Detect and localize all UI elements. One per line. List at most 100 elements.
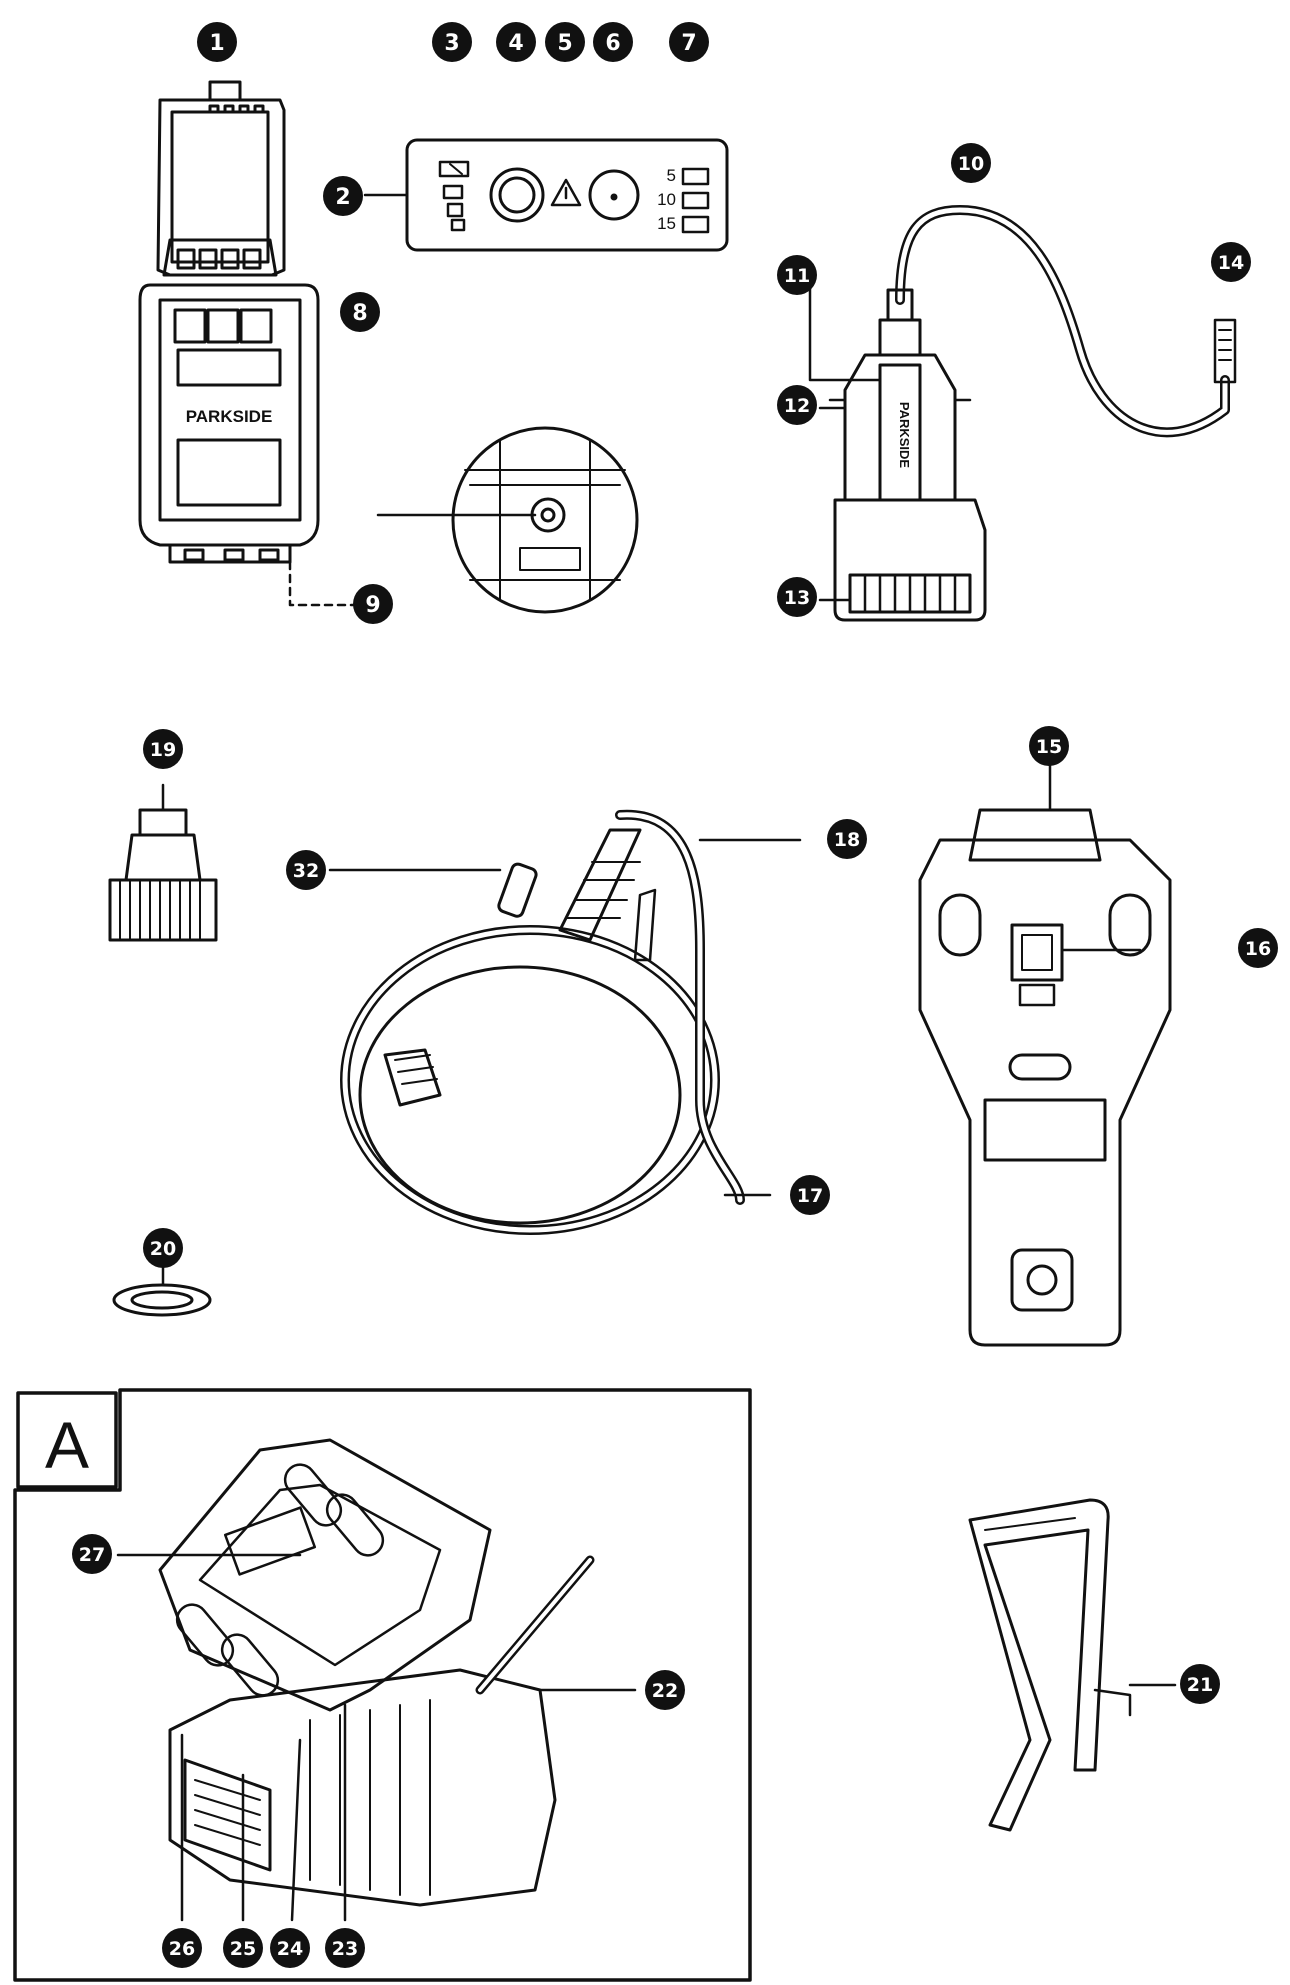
callout-24: 24 (270, 1928, 310, 1968)
callout-number: 13 (784, 587, 810, 609)
wall-holder-drawing (918, 758, 1172, 1347)
callout-disc (669, 22, 709, 62)
callout-18: 18 (827, 819, 867, 859)
callout-16: 16 (1238, 928, 1278, 968)
callout-disc (143, 729, 183, 769)
callout-number: 27 (79, 1544, 105, 1566)
callout-32: 32 (286, 850, 326, 890)
callout-23: 23 (325, 1928, 365, 1968)
callout-disc (432, 22, 472, 62)
callout-number: 14 (1218, 252, 1244, 274)
charger-battery-drawing (116, 1438, 637, 1922)
callout-2: 2 (323, 176, 363, 216)
panel-level-label: 5 (667, 166, 676, 185)
brand-label: PARKSIDE (186, 407, 273, 426)
callout-number: 9 (365, 593, 380, 618)
callout-22: 22 (645, 1670, 685, 1710)
callout-disc (72, 1534, 112, 1574)
callout-disc (1029, 726, 1069, 766)
callout-4: 4 (496, 22, 536, 62)
callout-disc (197, 22, 237, 62)
callout-9: 9 (353, 584, 393, 624)
callout-disc (143, 1228, 183, 1268)
callout-disc (325, 1928, 365, 1968)
callout-number: 19 (150, 739, 176, 761)
callout-number: 4 (508, 31, 523, 56)
control-panel-drawing (363, 138, 729, 252)
callout-disc (353, 584, 393, 624)
handle-clip-drawing (968, 1498, 1177, 1832)
callout-number: 7 (681, 31, 696, 56)
pump-brand-label: PARKSIDE (897, 402, 912, 469)
panel-level-label: 10 (657, 190, 676, 209)
callout-disc (223, 1928, 263, 1968)
callout-3: 3 (432, 22, 472, 62)
callout-19: 19 (143, 729, 183, 769)
callout-15: 15 (1029, 726, 1069, 766)
callout-disc (270, 1928, 310, 1968)
tap-adapter-drawing (108, 783, 218, 942)
callout-number: 6 (605, 31, 620, 56)
callout-number: 12 (784, 395, 810, 417)
callout-disc (162, 1928, 202, 1968)
callout-number: 17 (797, 1185, 823, 1207)
callout-disc (777, 255, 817, 295)
callout-disc (1211, 242, 1251, 282)
callout-6: 6 (593, 22, 633, 62)
callout-disc (593, 22, 633, 62)
callout-disc (286, 850, 326, 890)
callout-disc (340, 292, 380, 332)
callout-number: 15 (1036, 736, 1062, 758)
callout-number: 1 (209, 31, 224, 56)
callout-number: 16 (1245, 938, 1271, 960)
callout-17: 17 (790, 1175, 830, 1215)
callout-8: 8 (340, 292, 380, 332)
callout-disc (496, 22, 536, 62)
callout-number: 11 (784, 265, 810, 287)
callout-disc (951, 143, 991, 183)
callout-11: 11 (777, 255, 817, 295)
callout-disc (827, 819, 867, 859)
callout-disc (545, 22, 585, 62)
callout-number: 25 (230, 1938, 256, 1960)
callout-number: 24 (277, 1938, 303, 1960)
callout-number: 23 (332, 1938, 358, 1960)
section-a-frame (13, 1388, 752, 1982)
panel-level-label: 15 (657, 214, 676, 233)
callout-14: 14 (1211, 242, 1251, 282)
callout-number: 3 (444, 31, 459, 56)
callout-number: 5 (557, 31, 572, 56)
detail-circle-drawing (376, 426, 639, 614)
callout-number: 22 (652, 1680, 678, 1702)
submersible-unit-drawing: PARKSIDE (808, 205, 1237, 622)
callout-disc (1238, 928, 1278, 968)
callout-20: 20 (143, 1228, 183, 1268)
callout-disc (1180, 1664, 1220, 1704)
callout-21: 21 (1180, 1664, 1220, 1704)
callout-7: 7 (669, 22, 709, 62)
callout-number: 18 (834, 829, 860, 851)
callout-disc (323, 176, 363, 216)
callout-disc (790, 1175, 830, 1215)
callout-number: 8 (352, 301, 367, 326)
callout-number: 26 (169, 1938, 195, 1960)
callout-number: 10 (958, 153, 984, 175)
callout-number: 2 (335, 185, 350, 210)
callout-disc (645, 1670, 685, 1710)
panel-level-labels: 5 10 15 (657, 166, 676, 233)
callout-26: 26 (162, 1928, 202, 1968)
section-letter: A (45, 1408, 89, 1482)
callout-disc (777, 577, 817, 617)
callout-1: 1 (197, 22, 237, 62)
callout-12: 12 (777, 385, 817, 425)
callout-number: 32 (293, 860, 319, 882)
callout-number: 20 (150, 1238, 176, 1260)
pump-unit-drawing: PARKSIDE (138, 80, 362, 607)
callout-10: 10 (951, 143, 991, 183)
callout-13: 13 (777, 577, 817, 617)
callout-number: 21 (1187, 1674, 1213, 1696)
hose-drawing (328, 809, 802, 1235)
callout-5: 5 (545, 22, 585, 62)
